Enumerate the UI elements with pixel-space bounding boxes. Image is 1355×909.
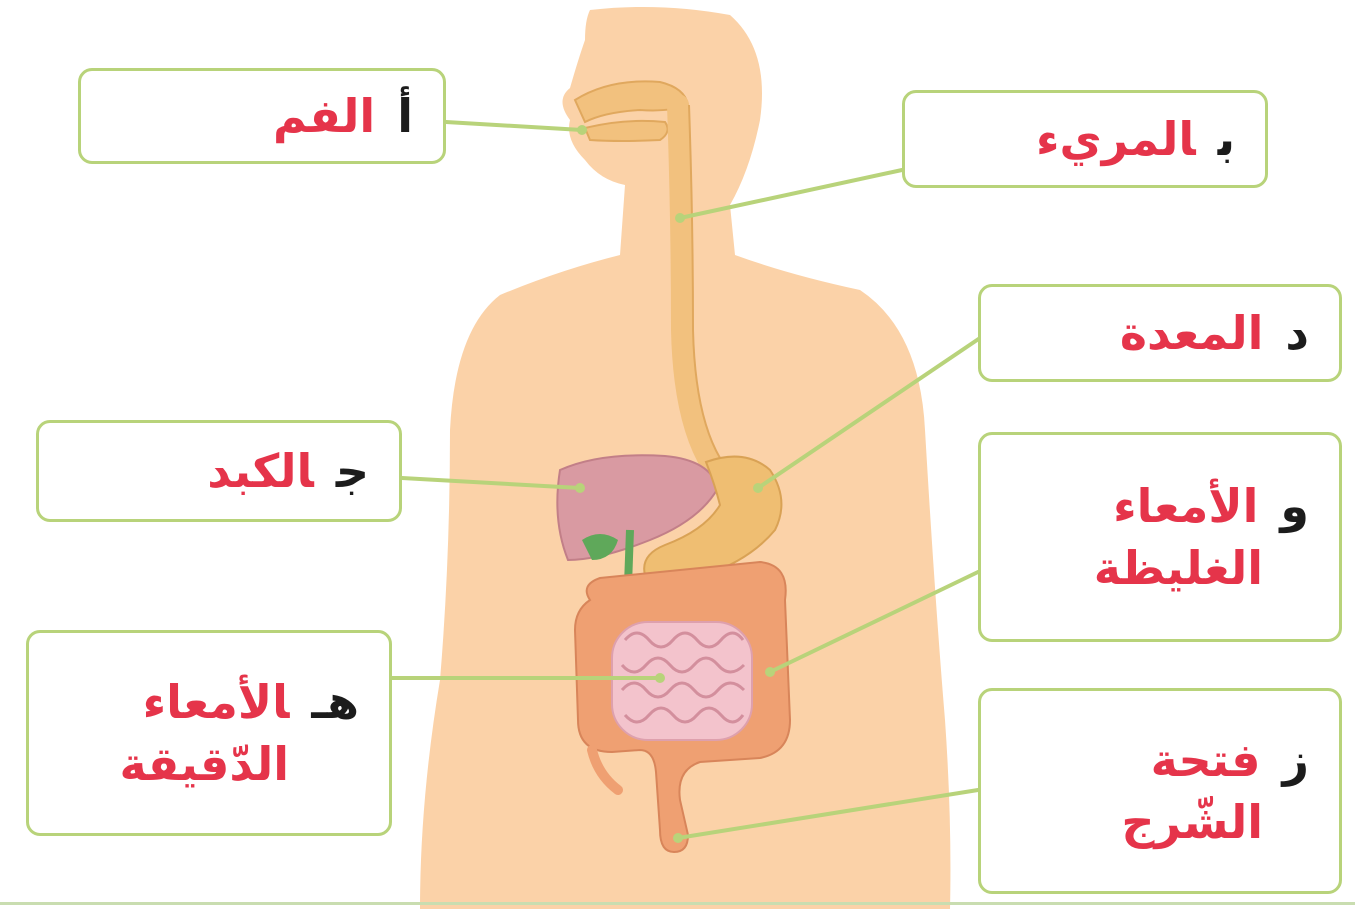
bottom-rule <box>0 902 1355 905</box>
label-letter: ز <box>1283 733 1309 787</box>
organ-name: الأمعاء <box>1113 479 1258 533</box>
label-stomach: د المعدة <box>978 284 1342 382</box>
leader-dot <box>753 483 763 493</box>
label-mouth: أ الفم <box>78 68 446 164</box>
organ-name: الغليظة <box>1094 541 1263 595</box>
label-anus: ز فتحة الشّرج <box>978 688 1342 894</box>
leader-dot <box>673 833 683 843</box>
organ-name: الدّقيقة <box>119 737 289 791</box>
label-letter: ب <box>1218 112 1235 166</box>
leader-dot <box>675 213 685 223</box>
label-line: أ الفم <box>111 85 413 147</box>
label-line: و الأمعاء <box>1011 475 1309 537</box>
organ-name: الشّرج <box>1121 795 1263 849</box>
label-line: الغليظة <box>1011 537 1309 599</box>
organ-name: المعدة <box>1120 306 1264 360</box>
organ-name: الكبد <box>207 444 314 498</box>
label-letter: و <box>1280 479 1309 533</box>
label-liver: ج الكبد <box>36 420 402 522</box>
label-line: الشّرج <box>1011 791 1309 853</box>
label-letter: أ <box>397 89 413 143</box>
label-letter: د <box>1285 306 1309 360</box>
label-letter: ج <box>336 444 369 498</box>
leader-dot <box>765 667 775 677</box>
leader-dot <box>575 483 585 493</box>
organ-name: المريء <box>1036 112 1196 166</box>
leader-line-mouth <box>446 122 582 130</box>
label-line: الدّقيقة <box>59 733 359 795</box>
label-line: ب المريء <box>935 108 1235 170</box>
label-letter: هـ <box>311 675 359 729</box>
organ-name: الفم <box>273 89 375 143</box>
organ-name: الأمعاء <box>143 675 290 729</box>
organ-name: فتحة <box>1151 733 1261 787</box>
label-line: هـ الأمعاء <box>59 671 359 733</box>
label-line: ج الكبد <box>69 440 369 502</box>
label-large-intestine: و الأمعاء الغليظة <box>978 432 1342 642</box>
label-line: ز فتحة <box>1011 729 1309 791</box>
label-line: د المعدة <box>1011 302 1309 364</box>
label-esophagus: ب المريء <box>902 90 1268 188</box>
leader-dot <box>655 673 665 683</box>
leader-dot <box>577 125 587 135</box>
label-small-intestine: هـ الأمعاء الدّقيقة <box>26 630 392 836</box>
